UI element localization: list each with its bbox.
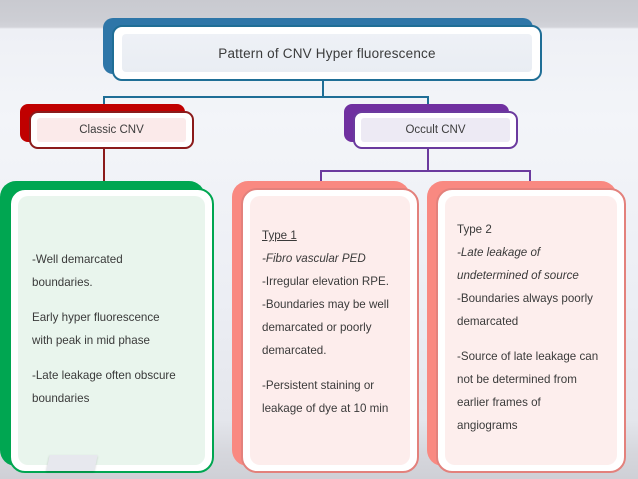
classic-cnv-inner: Classic CNV <box>37 118 186 142</box>
connector-to-type1 <box>320 170 322 186</box>
classic-detail-box[interactable]: -Well demarcated boundaries. Early hyper f… <box>9 188 214 473</box>
detail-heading: Type 1 <box>262 229 297 242</box>
occult-cnv-inner: Occult CNV <box>361 118 510 142</box>
detail-line: leakage of dye at 10 min <box>262 402 389 415</box>
classic-cnv-box[interactable]: Classic CNV <box>29 111 194 149</box>
type2-detail-inner: Type 2 -Late leakage of undetermined of so… <box>445 196 617 465</box>
detail-line: -Irregular elevation RPE. <box>262 275 389 288</box>
title-box[interactable]: Pattern of CNV Hyper fluorescence <box>112 25 542 81</box>
type1-detail-text: Type 1 -Fibro vascular PED -Irregular elev… <box>262 224 404 420</box>
detail-line: demarcated or poorly <box>262 321 372 334</box>
detail-line: -Boundaries always poorly <box>457 292 593 305</box>
detail-line: -Fibro vascular PED <box>262 252 366 265</box>
page-curl-artifact <box>46 455 98 471</box>
title-box-inner: Pattern of CNV Hyper fluorescence <box>122 34 532 72</box>
detail-line: undetermined of source <box>457 269 579 282</box>
detail-line: angiograms <box>457 419 518 432</box>
connector-occult-stem <box>427 149 429 171</box>
detail-heading: Type 2 <box>457 223 492 236</box>
detail-line: -Source of late leakage can <box>457 350 599 363</box>
connector-title-bar <box>103 96 429 98</box>
type2-detail-text: Type 2 -Late leakage of undetermined of so… <box>457 218 611 437</box>
detail-line: demarcated <box>457 315 519 328</box>
detail-line: with peak in mid phase <box>32 334 150 347</box>
classic-detail-text: -Well demarcated boundaries. Early hyper f… <box>32 248 197 410</box>
detail-line: Early hyper fluorescence <box>32 311 160 324</box>
detail-line: not be determined from <box>457 373 577 386</box>
type1-detail-inner: Type 1 -Fibro vascular PED -Irregular elev… <box>250 196 410 465</box>
detail-line: -Boundaries may be well <box>262 298 389 311</box>
detail-line: -Late leakage often obscure <box>32 369 176 382</box>
occult-cnv-box[interactable]: Occult CNV <box>353 111 518 149</box>
detail-line: boundaries <box>32 392 90 405</box>
detail-line: earlier frames of <box>457 396 541 409</box>
type1-detail-box[interactable]: Type 1 -Fibro vascular PED -Irregular elev… <box>241 188 419 473</box>
connector-to-occult <box>427 96 429 108</box>
detail-line: -Persistent staining or <box>262 379 375 392</box>
detail-line: -Well demarcated <box>32 253 123 266</box>
connector-classic-stem <box>103 149 105 185</box>
occult-cnv-label: Occult CNV <box>405 124 466 136</box>
classic-cnv-label: Classic CNV <box>79 124 144 136</box>
classic-detail-inner: -Well demarcated boundaries. Early hyper f… <box>18 196 205 465</box>
connector-to-type2 <box>529 170 531 186</box>
connector-occult-bar <box>320 170 531 172</box>
detail-line: demarcated. <box>262 344 327 357</box>
type2-detail-box[interactable]: Type 2 -Late leakage of undetermined of so… <box>436 188 626 473</box>
connector-title-stem <box>322 81 324 97</box>
page-title: Pattern of CNV Hyper fluorescence <box>218 45 436 61</box>
detail-line: -Late leakage of <box>457 246 541 259</box>
detail-line: boundaries. <box>32 276 93 289</box>
connector-to-classic <box>103 96 105 108</box>
